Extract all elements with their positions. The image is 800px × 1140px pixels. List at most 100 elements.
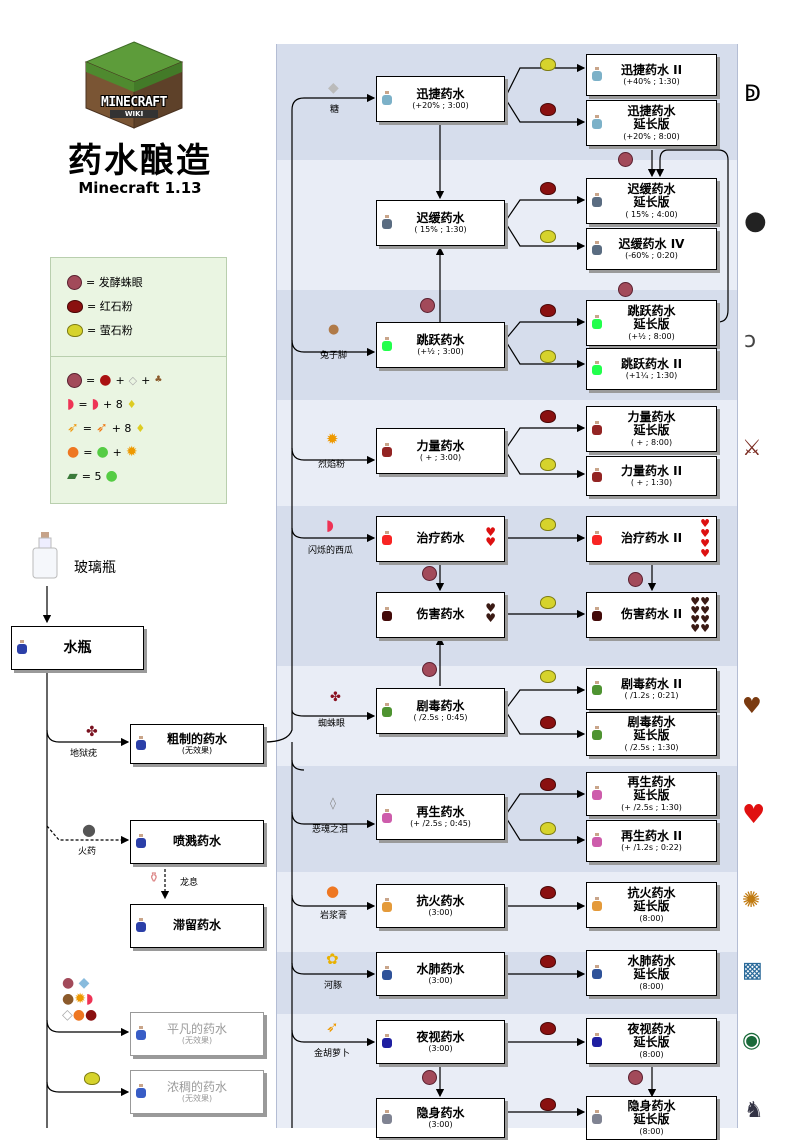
slimeball-icon: ● [105, 468, 118, 484]
potion-name: 再生药水 II [620, 828, 683, 843]
potion-leaping-extended[interactable]: 跳跃药水 延长版 (+½ ; 8:00) [586, 300, 717, 346]
potion-icon [382, 898, 392, 912]
potion-name: 抗火药水 [627, 885, 676, 900]
potion-strength-2[interactable]: 力量药水 II ( + ; 1:30) [586, 456, 717, 496]
glowstone-icon [540, 596, 556, 609]
potion-icon [382, 703, 392, 717]
potion-stat: (8:00) [639, 982, 664, 992]
fermented-spider-eye-icon [628, 572, 643, 587]
potion-water-breathing[interactable]: 水肺药水 (3:00) [376, 952, 505, 996]
sugar-icon: ◆ [328, 80, 339, 96]
speed-effect-icon: ↁ [744, 82, 761, 107]
water-bottle-box[interactable]: 水瓶 [11, 626, 144, 670]
potion-poison-2[interactable]: 剧毒药水 II ( /1.2s ; 0:21) [586, 668, 717, 710]
glistering-melon-label: 闪烁的西瓜 [308, 546, 354, 556]
potion-name: 剧毒药水 [416, 698, 465, 713]
lingering-potion-box[interactable]: 滞留药水 [130, 904, 264, 948]
potion-slowness[interactable]: 迟缓药水 ( 15% ; 1:30) [376, 200, 505, 246]
potion-harming[interactable]: 伤害药水 ♥♥ [376, 592, 505, 638]
heart-icons: ♥♥ [485, 525, 496, 549]
potion-fire-resistance[interactable]: 抗火药水 (3:00) [376, 884, 505, 928]
potion-poison-extended[interactable]: 剧毒药水 延长版 ( /2.5s ; 1:30) [586, 712, 717, 756]
potion-fire-resistance-extended[interactable]: 抗火药水 延长版 (8:00) [586, 882, 717, 928]
potion-slowness-4[interactable]: 迟缓药水 IV (-60% ; 0:20) [586, 228, 717, 270]
page-subtitle: Minecraft 1.13 [78, 179, 202, 197]
potion-variant: 延长版 [633, 423, 670, 438]
potion-icon [592, 1033, 602, 1047]
potion-name: 隐身药水 [627, 1098, 676, 1113]
glowstone-icon [540, 518, 556, 531]
potion-swiftness-2[interactable]: 迅捷药水 II (+40% ; 1:30) [586, 54, 717, 96]
potion-healing-2[interactable]: 治疗药水 II ♥♥♥♥ [586, 516, 717, 562]
mundane-ingredients-icon: ● ◆●✹◗◇●● [62, 975, 98, 1023]
redstone-icon [540, 1098, 556, 1111]
potion-name: 水肺药水 [627, 953, 676, 968]
potion-healing[interactable]: 治疗药水 ♥♥ [376, 516, 505, 562]
fermented-spider-eye-icon [67, 274, 82, 290]
potion-name: 再生药水 [627, 774, 676, 789]
potion-icon [592, 531, 602, 545]
fire-resistance-effect-icon: ✺ [742, 888, 761, 913]
potion-invisibility[interactable]: 隐身药水 (3:00) [376, 1098, 505, 1138]
potion-night-vision-extended[interactable]: 夜视药水 延长版 (8:00) [586, 1018, 717, 1064]
potion-name: 力量药水 [416, 438, 465, 453]
potion-name: 夜视药水 [627, 1021, 676, 1036]
potion-name: 隐身药水 [416, 1105, 465, 1120]
potion-icon [592, 67, 602, 81]
potion-poison[interactable]: 剧毒药水 ( /2.5s ; 0:45) [376, 688, 505, 734]
potion-swiftness[interactable]: 迅捷药水 (+20% ; 3:00) [376, 76, 505, 122]
potion-regeneration-extended[interactable]: 再生药水 延长版 (+ /2.5s ; 1:30) [586, 772, 717, 816]
water-bottle-icon [17, 640, 27, 654]
water-bottle-label: 水瓶 [63, 639, 92, 656]
potion-variant: 延长版 [633, 1112, 670, 1127]
ghast-tear-label: 恶魂之泪 [312, 825, 349, 835]
potion-variant: 延长版 [633, 967, 670, 982]
magma-cream-icon: ● [67, 444, 80, 460]
potion-stat: (+ /2.5s ; 1:30) [621, 803, 682, 813]
potion-icon [592, 1110, 602, 1124]
glowstone-icon [540, 230, 556, 243]
potion-stat: (8:00) [639, 1127, 664, 1137]
gold-nugget-icon: ♦ [126, 397, 137, 411]
redstone-icon [540, 304, 556, 317]
fermented-spider-eye-icon [618, 152, 633, 167]
mundane-potion-box[interactable]: 平凡的药水 (无效果) [130, 1012, 264, 1056]
potion-variant: 延长版 [633, 195, 670, 210]
potion-strength[interactable]: 力量药水 ( + ; 3:00) [376, 428, 505, 474]
potion-name: 迅捷药水 II [620, 62, 683, 77]
potion-name: 夜视药水 [416, 1029, 465, 1044]
fermented-spider-eye-icon [420, 298, 435, 313]
logo-wiki-label: WIKI [110, 110, 158, 118]
potion-slowness-extended[interactable]: 迟缓药水 延长版 ( 15% ; 4:00) [586, 178, 717, 224]
potion-icon [382, 215, 392, 229]
thick-potion-box[interactable]: 浓稠的药水 (无效果) [130, 1070, 264, 1114]
potion-swiftness-extended[interactable]: 迅捷药水 延长版 (+20% ; 8:00) [586, 100, 717, 146]
legend: = 发酵蛛眼 = 红石粉 = 萤石粉 =●+◇+♣ ◗=◗+ 8♦ ➶=➶+ 8… [50, 257, 227, 504]
splash-potion-box[interactable]: 喷溅药水 [130, 820, 264, 864]
potion-icon [382, 809, 392, 823]
redstone-icon [540, 886, 556, 899]
potion-night-vision[interactable]: 夜视药水 (3:00) [376, 1020, 505, 1064]
blaze-powder-label: 烈焰粉 [318, 460, 346, 470]
page-title: 药水酿造 [68, 141, 212, 181]
potion-icon [592, 965, 602, 979]
potion-regeneration[interactable]: 再生药水 (+ /2.5s ; 0:45) [376, 794, 505, 840]
magma-cream-label: 岩浆膏 [320, 911, 348, 921]
redstone-icon [540, 410, 556, 423]
potion-invisibility-extended[interactable]: 隐身药水 延长版 (8:00) [586, 1096, 717, 1140]
potion-icon [382, 531, 392, 545]
potion-regeneration-2[interactable]: 再生药水 II (+ /1.2s ; 0:22) [586, 820, 717, 862]
potion-icon [592, 681, 602, 695]
potion-stat: (+ /1.2s ; 0:22) [621, 843, 682, 853]
potion-harming-2[interactable]: 伤害药水 II ♥♥♥♥♥♥♥♥ [586, 592, 717, 638]
potion-name: 迅捷药水 [627, 103, 676, 118]
potion-leaping-2[interactable]: 跳跃药水 II (+1¼ ; 1:30) [586, 348, 717, 390]
potion-leaping[interactable]: 跳跃药水 (+½ ; 3:00) [376, 322, 505, 368]
glistering-melon-icon: ◗ [326, 516, 334, 534]
potion-stat: (+20% ; 3:00) [412, 101, 469, 111]
potion-strength-extended[interactable]: 力量药水 延长版 ( + ; 8:00) [586, 406, 717, 452]
awkward-potion-box[interactable]: 粗制的药水 (无效果) [130, 724, 264, 764]
potion-water-breathing-extended[interactable]: 水肺药水 延长版 (8:00) [586, 950, 717, 996]
potion-icon [592, 726, 602, 740]
